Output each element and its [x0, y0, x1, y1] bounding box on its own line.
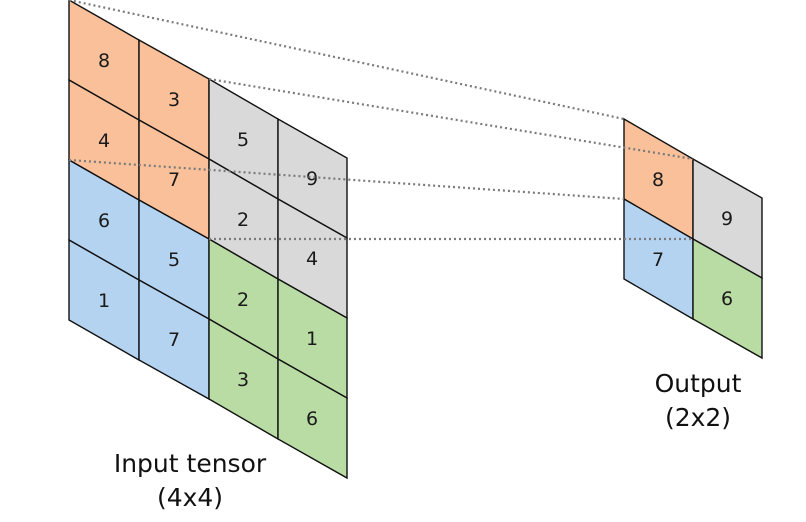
input-value-3-2: 3 [237, 369, 249, 391]
input-value-1-1: 7 [168, 169, 180, 191]
input-cell-3-3 [277, 357, 348, 480]
input-grid: 8 3 5 9 4 7 2 4 6 5 2 1 1 7 3 6 [68, 0, 348, 480]
input-value-2-1: 5 [168, 249, 180, 271]
output-label-line1: Output [655, 369, 742, 398]
input-value-3-1: 7 [168, 329, 180, 351]
input-value-2-2: 2 [237, 289, 249, 311]
output-value-1-0: 7 [652, 249, 664, 271]
output-value-0-1: 9 [721, 208, 733, 230]
input-value-1-2: 2 [237, 209, 249, 231]
input-label-line1: Input tensor [114, 449, 267, 478]
projection-lines [68, 0, 694, 241]
input-value-0-3: 9 [306, 168, 318, 190]
input-value-2-0: 6 [98, 210, 110, 232]
projection-line-top-right [208, 77, 694, 161]
input-value-1-3: 4 [306, 248, 318, 270]
input-value-0-0: 8 [98, 50, 110, 72]
input-value-2-3: 1 [306, 328, 318, 350]
output-value-1-1: 6 [721, 288, 733, 310]
input-value-3-3: 6 [306, 408, 318, 430]
input-label-line2: (4x4) [157, 483, 223, 512]
labels: Input tensor (4x4) Output (2x2) [114, 369, 742, 512]
output-value-0-0: 8 [652, 169, 664, 191]
output-grid: 8 9 7 6 [623, 117, 763, 360]
input-value-3-0: 1 [98, 290, 110, 312]
output-cell-1-1 [692, 237, 763, 360]
output-label-line2: (2x2) [665, 403, 731, 432]
input-value-0-1: 3 [168, 89, 180, 111]
input-value-0-2: 5 [237, 129, 249, 151]
input-value-1-0: 4 [98, 130, 110, 152]
